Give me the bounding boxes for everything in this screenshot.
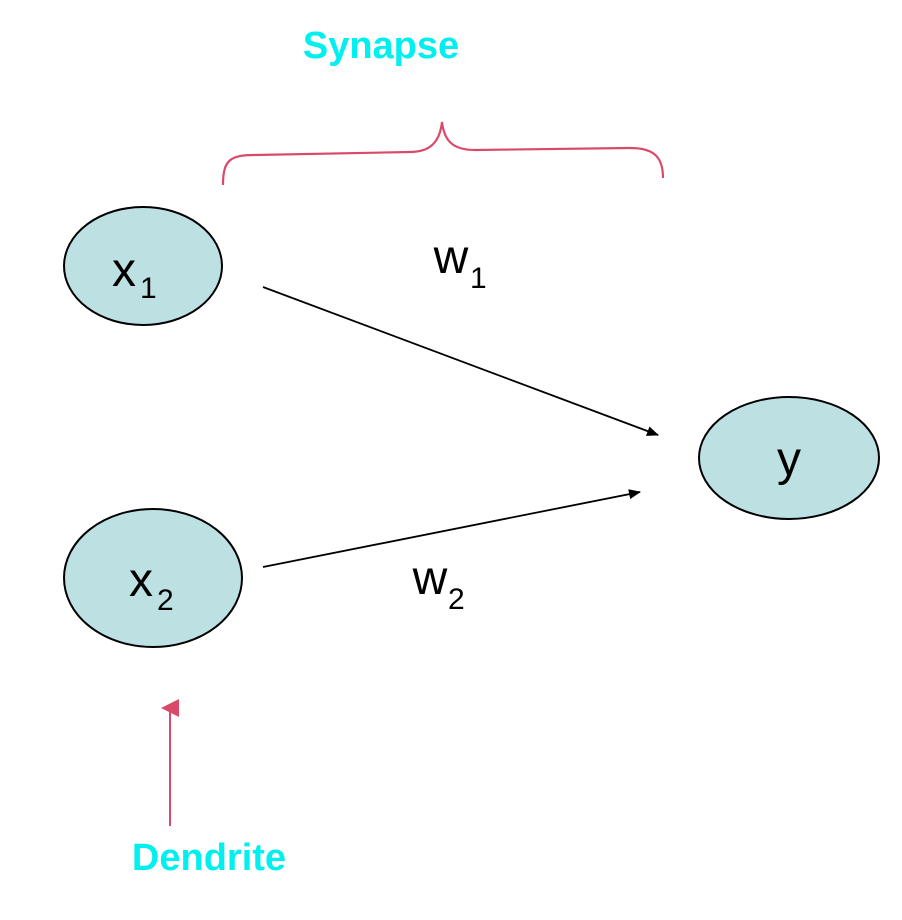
- svg-text:w: w: [433, 231, 469, 284]
- node-x1-base: x: [112, 244, 136, 297]
- synapse-label: Synapse: [303, 25, 459, 67]
- weight-w1-subscript: 1: [470, 262, 487, 295]
- node-x2: x 2: [63, 508, 243, 648]
- dendrite-label: Dendrite: [132, 837, 286, 879]
- svg-text:1: 1: [470, 262, 487, 295]
- weight-w2-subscript: 2: [448, 583, 465, 616]
- weight-w1-base: w: [433, 231, 469, 284]
- svg-text:2: 2: [448, 583, 465, 616]
- node-x2-base: x: [129, 554, 153, 607]
- node-x2-subscript: 2: [157, 584, 174, 617]
- node-x1-subscript: 1: [140, 272, 157, 305]
- svg-text:x: x: [112, 244, 136, 297]
- node-y: y: [698, 396, 880, 520]
- weight-w2: w 2: [412, 552, 465, 616]
- svg-text:w: w: [412, 552, 448, 605]
- node-y-base: y: [777, 433, 801, 486]
- svg-text:2: 2: [157, 584, 174, 617]
- svg-text:x: x: [129, 554, 153, 607]
- weight-w1: w 1: [433, 231, 487, 295]
- svg-text:1: 1: [140, 272, 157, 305]
- svg-text:y: y: [777, 433, 801, 486]
- node-x1: x 1: [63, 206, 223, 326]
- weight-w2-base: w: [412, 552, 448, 605]
- edge-x2-y: [262, 489, 641, 568]
- edge-x1-y: [262, 286, 659, 436]
- synapse-brace: [221, 121, 665, 186]
